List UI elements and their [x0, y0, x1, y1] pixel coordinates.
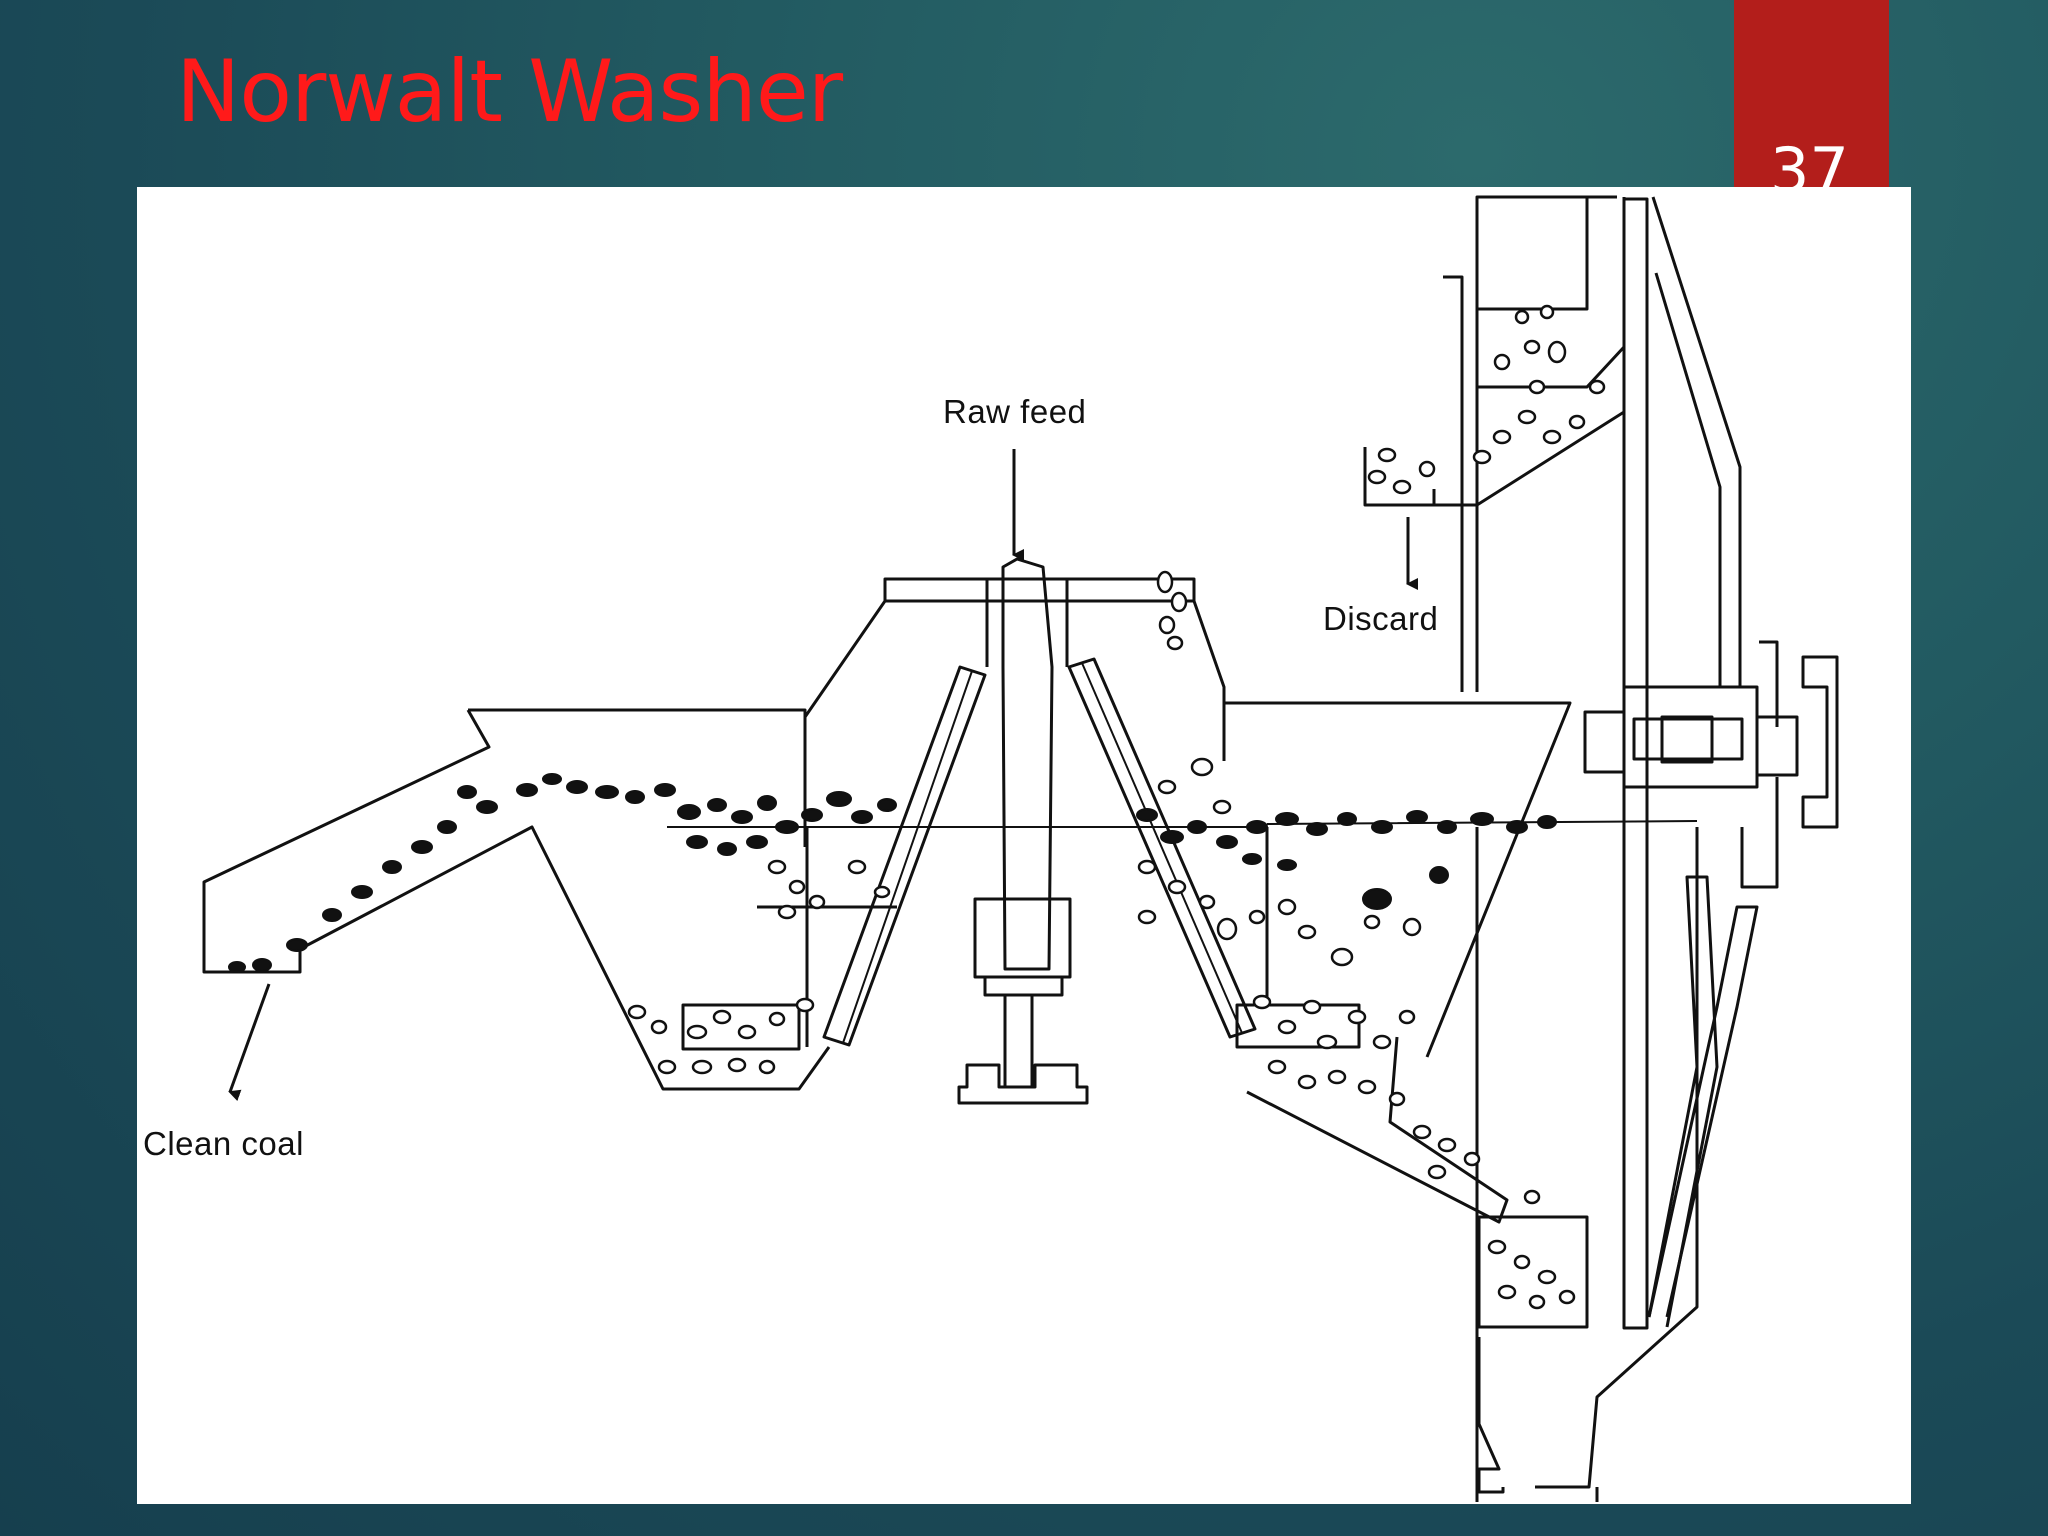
left-trough	[681, 1003, 801, 1051]
slide-number: 37	[1770, 134, 1849, 191]
drive-base	[957, 1063, 1089, 1105]
lower-tank	[1475, 827, 1589, 1502]
tank-lid	[883, 577, 1196, 603]
refuse-particles	[627, 304, 1606, 1310]
clean-coal-arrow	[228, 983, 271, 1102]
bucket-elevator	[1622, 197, 1649, 1330]
clean-coal-label: Clean coal	[143, 1125, 304, 1162]
norwalt-washer-diagram: Raw feed Discard Clean coal	[137, 187, 1911, 1504]
slide-number-tab: 37	[1734, 0, 1889, 190]
left-bowl	[202, 708, 831, 1091]
left-elevator	[822, 665, 987, 1047]
drive-housing	[973, 897, 1072, 979]
discard-label: Discard	[1323, 600, 1439, 637]
washer-drawing	[202, 195, 1839, 1502]
coal-particles	[228, 773, 1557, 973]
feed-column	[1001, 557, 1054, 971]
raw-feed-label: Raw feed	[943, 393, 1087, 430]
discard-tank	[1475, 195, 1626, 692]
right-elevator	[1067, 657, 1257, 1039]
top-bucket	[1475, 195, 1589, 311]
drive-wheel	[1622, 685, 1759, 789]
slide-title: Norwalt Washer	[176, 42, 843, 142]
discard-pan	[1363, 447, 1436, 507]
right-bowl	[1222, 701, 1572, 1058]
